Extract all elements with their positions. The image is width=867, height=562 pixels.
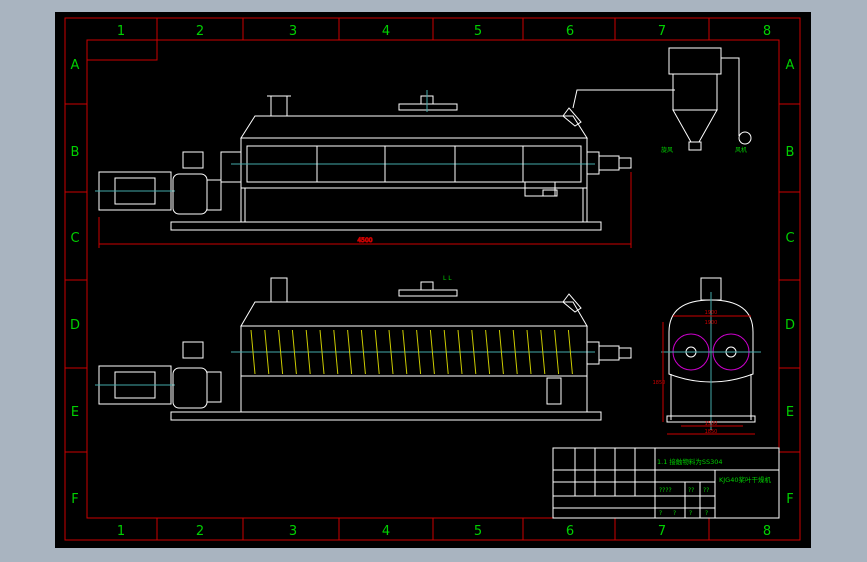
col-label-bottom-8: 8 — [763, 524, 771, 539]
front-top-nozzle — [270, 95, 288, 117]
paddle-blade — [512, 329, 518, 375]
row-label-right-D: D — [785, 318, 795, 333]
side-top-width: 1900 — [705, 310, 718, 316]
fan-icon — [738, 131, 752, 145]
paddle-blade — [264, 329, 270, 375]
plan-view: L L — [95, 275, 632, 421]
side-inner-width: 1900 — [705, 320, 718, 326]
cyclone-separator: 旋风 风机 — [661, 47, 752, 154]
title-row2-c: ? — [689, 510, 692, 517]
paddle-blade — [457, 329, 463, 375]
col-label-bottom-3: 3 — [289, 524, 297, 539]
row-label-right-B: B — [786, 145, 795, 160]
col-label-top-6: 6 — [566, 24, 574, 39]
row-label-left-B: B — [71, 145, 80, 160]
row-dividers — [65, 103, 800, 453]
inner-frame — [86, 39, 780, 519]
col-label-top-2: 2 — [196, 24, 204, 39]
col-label-top-5: 5 — [474, 24, 482, 39]
side-view: 1900 1500 1850 1850 1900 — [653, 277, 761, 435]
paddle-blade — [319, 329, 325, 375]
col-label-top-4: 4 — [382, 24, 390, 39]
cyclone-label: 旋风 — [661, 146, 673, 154]
title-row1-c: ?? — [703, 487, 709, 494]
paddle-blade — [416, 329, 422, 375]
row-label-left-A: A — [71, 58, 80, 73]
row-label-right-E: E — [786, 405, 794, 420]
col-label-bottom-1: 1 — [117, 524, 125, 539]
paddle-blade — [360, 329, 366, 375]
paddle-blade — [278, 329, 284, 375]
col-label-bottom-6: 6 — [566, 524, 574, 539]
plan-top-nozzle — [270, 277, 288, 303]
paddle-blade — [305, 329, 311, 375]
title-row1-b: ?? — [688, 487, 694, 494]
paddle-blade — [567, 329, 573, 375]
row-label-right-C: C — [785, 231, 794, 246]
side-base-width: 1850 — [705, 429, 718, 435]
col-label-top-1: 1 — [117, 24, 125, 39]
front-dryer-cover — [240, 115, 588, 139]
paddle-blade — [554, 329, 560, 375]
paddle-blade — [429, 329, 435, 375]
side-shell — [668, 299, 754, 383]
paddle-blade — [250, 329, 256, 375]
corner-box — [86, 39, 158, 61]
paddle-blade — [374, 329, 380, 375]
paddle-blade — [443, 329, 449, 375]
paddle-blade — [347, 329, 353, 375]
col-label-bottom-5: 5 — [474, 524, 482, 539]
paddle-blade — [291, 329, 297, 375]
side-bottom-width: 1500 — [705, 421, 718, 427]
cad-drawing-canvas: 1 2 3 4 5 6 7 8 1 2 3 4 5 6 7 8 A B C D … — [55, 12, 811, 548]
overall-length-dimension: 4500 — [357, 237, 372, 244]
title-row2-d: ? — [705, 510, 708, 517]
row-label-left-F: F — [71, 492, 78, 507]
fan-label: 风机 — [735, 146, 747, 154]
title-row1-a: ???? — [659, 487, 672, 494]
paddle-blade — [498, 329, 504, 375]
row-label-left-E: E — [71, 405, 79, 420]
title-row2-a: ? — [659, 510, 662, 517]
paddle-blade — [388, 329, 394, 375]
front-view: 4500 — [95, 89, 675, 248]
front-base — [170, 221, 602, 231]
row-label-left-D: D — [70, 318, 80, 333]
paddle-blade — [471, 329, 477, 375]
col-label-top-7: 7 — [658, 24, 666, 39]
cad-drawing: 1 2 3 4 5 6 7 8 1 2 3 4 5 6 7 8 A B C D … — [64, 17, 801, 541]
paddle-blade — [333, 329, 339, 375]
plan-cover — [240, 301, 588, 327]
col-label-top-3: 3 — [289, 24, 297, 39]
side-height: 1850 — [653, 380, 666, 386]
title-row2-b: ? — [673, 510, 676, 517]
paddle-array — [250, 329, 573, 375]
row-label-right-A: A — [786, 58, 795, 73]
col-label-top-8: 8 — [763, 24, 771, 39]
model-name: KJG40桨叶干燥机 — [719, 475, 771, 484]
row-label-right-F: F — [786, 492, 793, 507]
row-label-left-C: C — [70, 231, 79, 246]
col-label-bottom-2: 2 — [196, 524, 204, 539]
front-reducer — [172, 173, 208, 215]
paddle-blade — [526, 329, 532, 375]
plan-base — [170, 411, 602, 421]
title-block: 1.1 接触物料为SS304 KJG40桨叶干燥机 ???? ?? ?? ? ?… — [552, 447, 780, 519]
plan-reducer — [172, 367, 208, 409]
column-dividers — [156, 18, 710, 540]
paddle-blade — [402, 329, 408, 375]
material-note: 1.1 接触物料为SS304 — [657, 457, 723, 466]
col-label-bottom-4: 4 — [382, 524, 390, 539]
paddle-blade — [540, 329, 546, 375]
plan-note: L L — [443, 275, 452, 282]
paddle-blade — [485, 329, 491, 375]
front-vent — [398, 103, 458, 111]
col-label-bottom-7: 7 — [658, 524, 666, 539]
